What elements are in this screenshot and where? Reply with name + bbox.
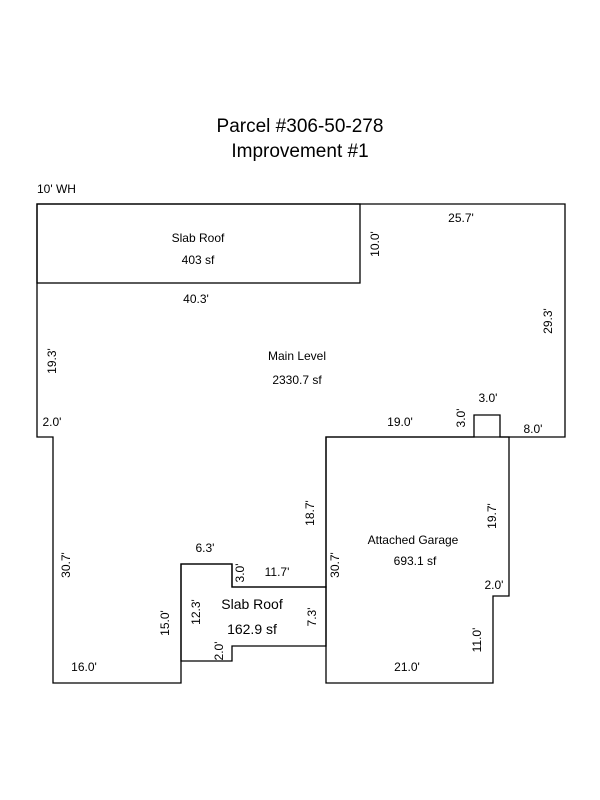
dim-small-step: 3.0': [233, 564, 247, 583]
dim-small-top-right: 11.7': [265, 565, 290, 579]
dim-left-step: 2.0': [43, 415, 62, 429]
dim-left-lower: 30.7': [59, 552, 73, 578]
dim-slab-bottom: 40.3': [183, 292, 209, 306]
dim-garage-top: 19.0': [387, 415, 413, 429]
dim-small-right: 7.3': [305, 608, 319, 627]
dim-garage-right-lower: 11.0': [470, 628, 484, 653]
dim-notch-top: 3.0': [479, 391, 498, 405]
dim-left-upper: 19.3': [45, 348, 59, 374]
page-subtitle: Improvement #1: [231, 141, 369, 162]
garage-name: Attached Garage: [368, 533, 459, 547]
dim-right-side: 29.3': [541, 308, 555, 334]
dim-bottom-left: 16.0': [71, 660, 97, 674]
dim-small-left: 12.3': [189, 599, 203, 625]
dim-garage-left: 30.7': [328, 552, 342, 578]
dim-garage-bottom: 21.0': [394, 660, 420, 674]
dim-notch-side: 3.0': [454, 409, 468, 428]
dim-small-top: 6.3': [196, 541, 215, 555]
slab-roof-bottom-name: Slab Roof: [221, 596, 283, 612]
dim-garage-step: 2.0': [485, 578, 504, 592]
wall-height-label: 10' WH: [37, 182, 76, 196]
main-level-area: 2330.7 sf: [272, 373, 322, 387]
dim-right-step: 8.0': [524, 422, 543, 436]
dim-slab-right: 10.0': [368, 231, 382, 257]
slab-roof-bottom-area: 162.9 sf: [227, 621, 277, 637]
slab-roof-bottom-outline: [180, 563, 327, 662]
main-level-name: Main Level: [268, 349, 326, 363]
slab-roof-top-area: 403 sf: [182, 253, 215, 267]
garage-outline: [325, 436, 510, 684]
dim-small-bottom-step: 2.0': [212, 642, 226, 661]
slab-roof-top-name: Slab Roof: [172, 231, 225, 245]
main-level-outline: [36, 203, 566, 684]
dim-top-right: 25.7': [448, 211, 474, 225]
slab-roof-top-outline: [36, 203, 361, 284]
garage-area: 693.1 sf: [394, 554, 437, 568]
dim-garage-right-upper: 19.7': [485, 503, 499, 529]
dim-garage-left-upper: 18.7': [303, 500, 317, 526]
dim-main-notch-side: 15.0': [158, 610, 172, 636]
page-title: Parcel #306-50-278: [216, 116, 384, 137]
